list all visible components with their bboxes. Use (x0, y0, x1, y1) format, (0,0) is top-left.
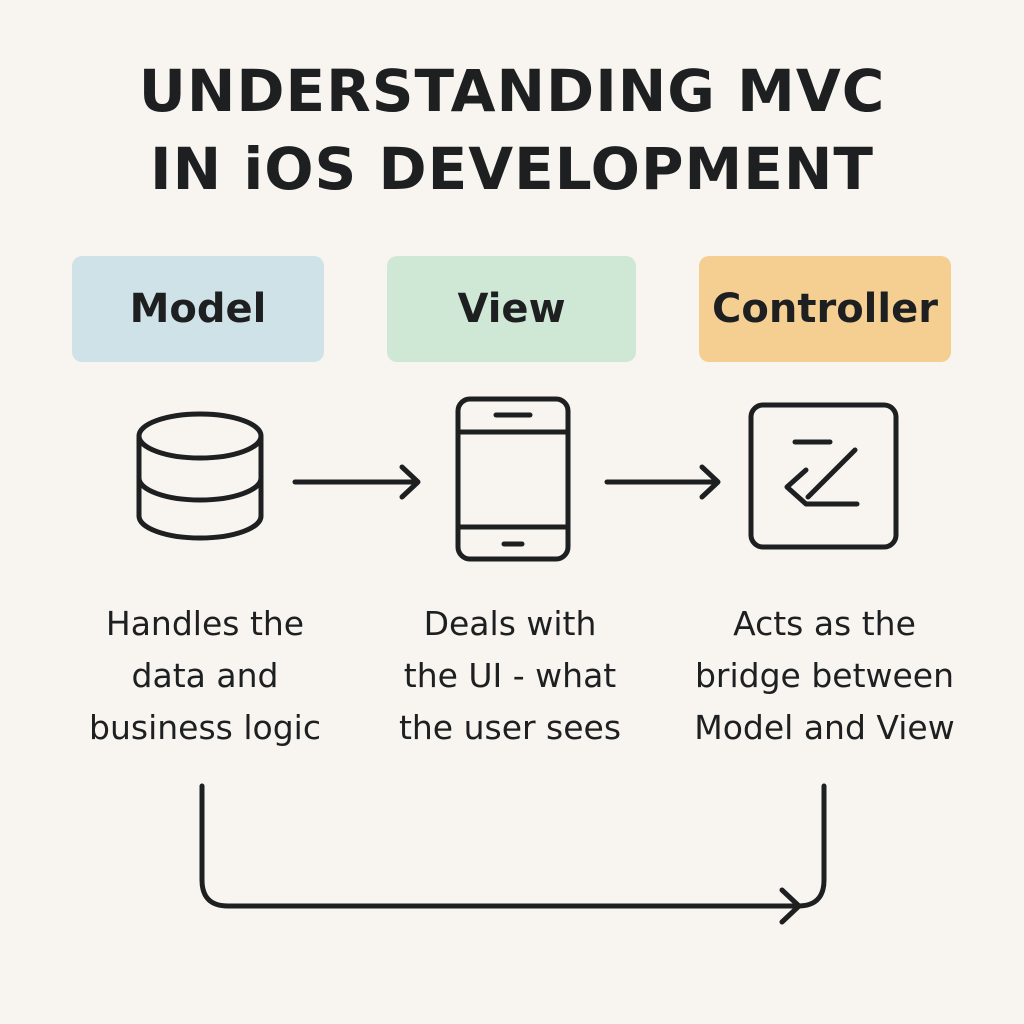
controller-description-line: Acts as the (733, 604, 916, 643)
title-line-2: IN iOS DEVELOPMENT (150, 135, 874, 203)
model-description-line: Handles the (105, 604, 305, 643)
view-description-line: Deals with (423, 604, 597, 643)
model-to-controller-connector (199, 783, 827, 925)
view-label-box: View (387, 256, 636, 362)
model-to-view-arrow (292, 464, 421, 500)
database-icon (136, 411, 264, 541)
model-description: Handles the data and business logic (60, 598, 350, 754)
smartphone-icon (455, 396, 571, 562)
model-description-line: business logic (89, 708, 321, 747)
title-line-1: UNDERSTANDING MVC (138, 57, 886, 125)
controller-description-line: Model and View (694, 708, 955, 747)
model-label: Model (129, 286, 267, 332)
page-title: UNDERSTANDING MVC IN iOS DEVELOPMENT (0, 52, 1024, 208)
controller-description-line: bridge between (694, 656, 955, 695)
controller-label: Controller (712, 286, 938, 332)
view-description-line: the user sees (398, 708, 622, 747)
model-description-line: data and (131, 656, 279, 695)
controller-icon (748, 402, 899, 550)
view-description-line: the UI - what (403, 656, 617, 695)
view-label: View (457, 286, 566, 332)
model-label-box: Model (72, 256, 324, 362)
controller-description: Acts as the bridge between Model and Vie… (672, 598, 977, 754)
view-description: Deals with the UI - what the user sees (365, 598, 655, 754)
view-to-controller-arrow (604, 464, 721, 500)
controller-label-box: Controller (699, 256, 951, 362)
